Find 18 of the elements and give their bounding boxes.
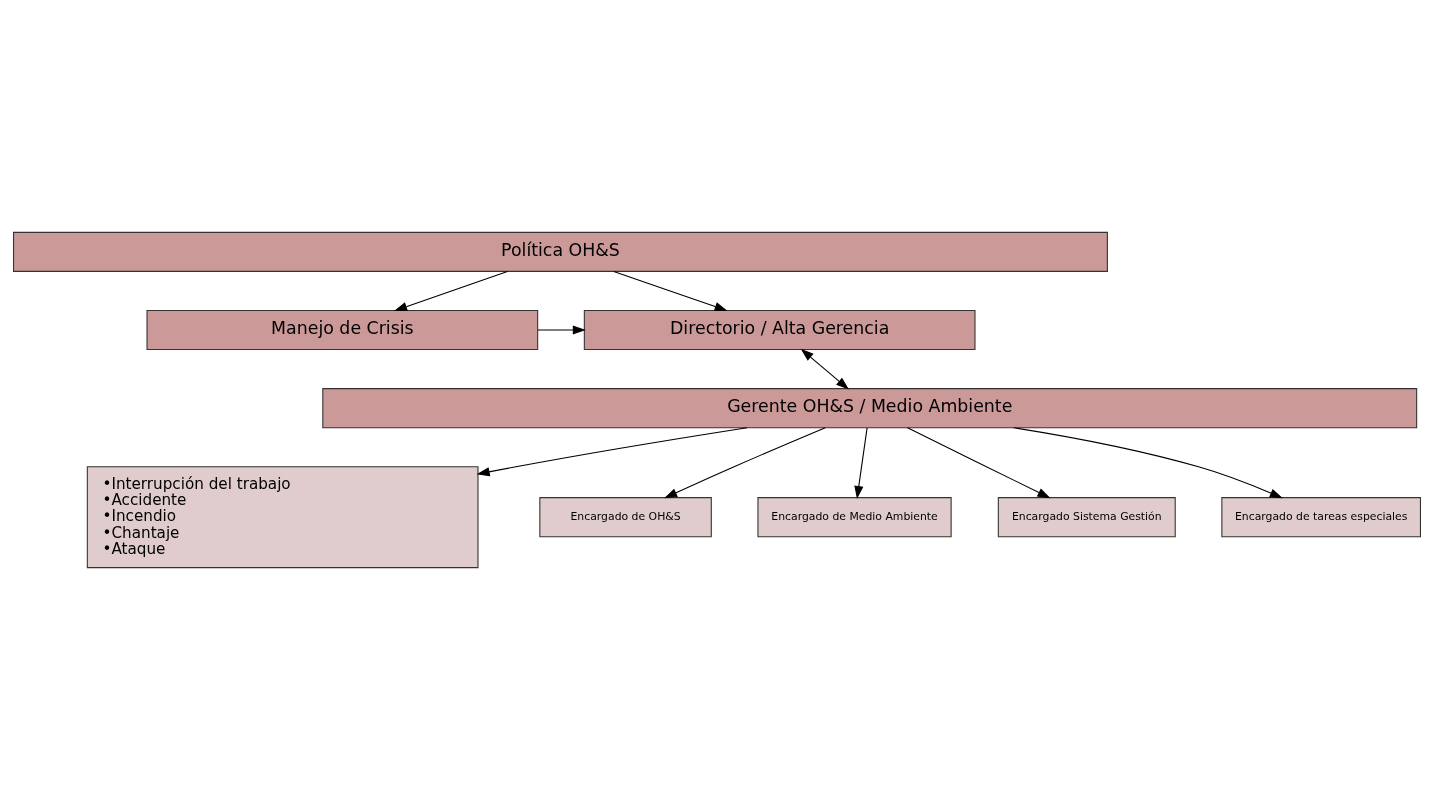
arrow <box>613 270 728 311</box>
arrow <box>800 348 849 390</box>
node-box: Encargado Sistema Gestión <box>997 497 1176 538</box>
arrow <box>1013 427 1283 499</box>
node-box: Encargado de tareas especiales <box>1221 497 1421 538</box>
node-box: Manejo de Crisis <box>146 309 539 351</box>
arrow <box>537 325 586 335</box>
node-box: Directorio / Alta Gerencia <box>583 309 976 351</box>
arrow <box>476 427 748 477</box>
arrow <box>394 270 508 311</box>
arrow <box>854 427 868 499</box>
node-box: Encargado de Medio Ambiente <box>757 497 952 538</box>
node-box: Gerente OH&S / Medio Ambiente <box>322 388 1418 429</box>
node-box: •Interrupción del trabajo •Accidente •Incendio •Chantaje •Ataque <box>86 466 479 569</box>
arrow <box>907 427 1051 499</box>
node-box: Política OH&S <box>13 231 1108 272</box>
arrow <box>664 427 826 499</box>
node-box: Encargado de OH&S <box>539 497 712 538</box>
